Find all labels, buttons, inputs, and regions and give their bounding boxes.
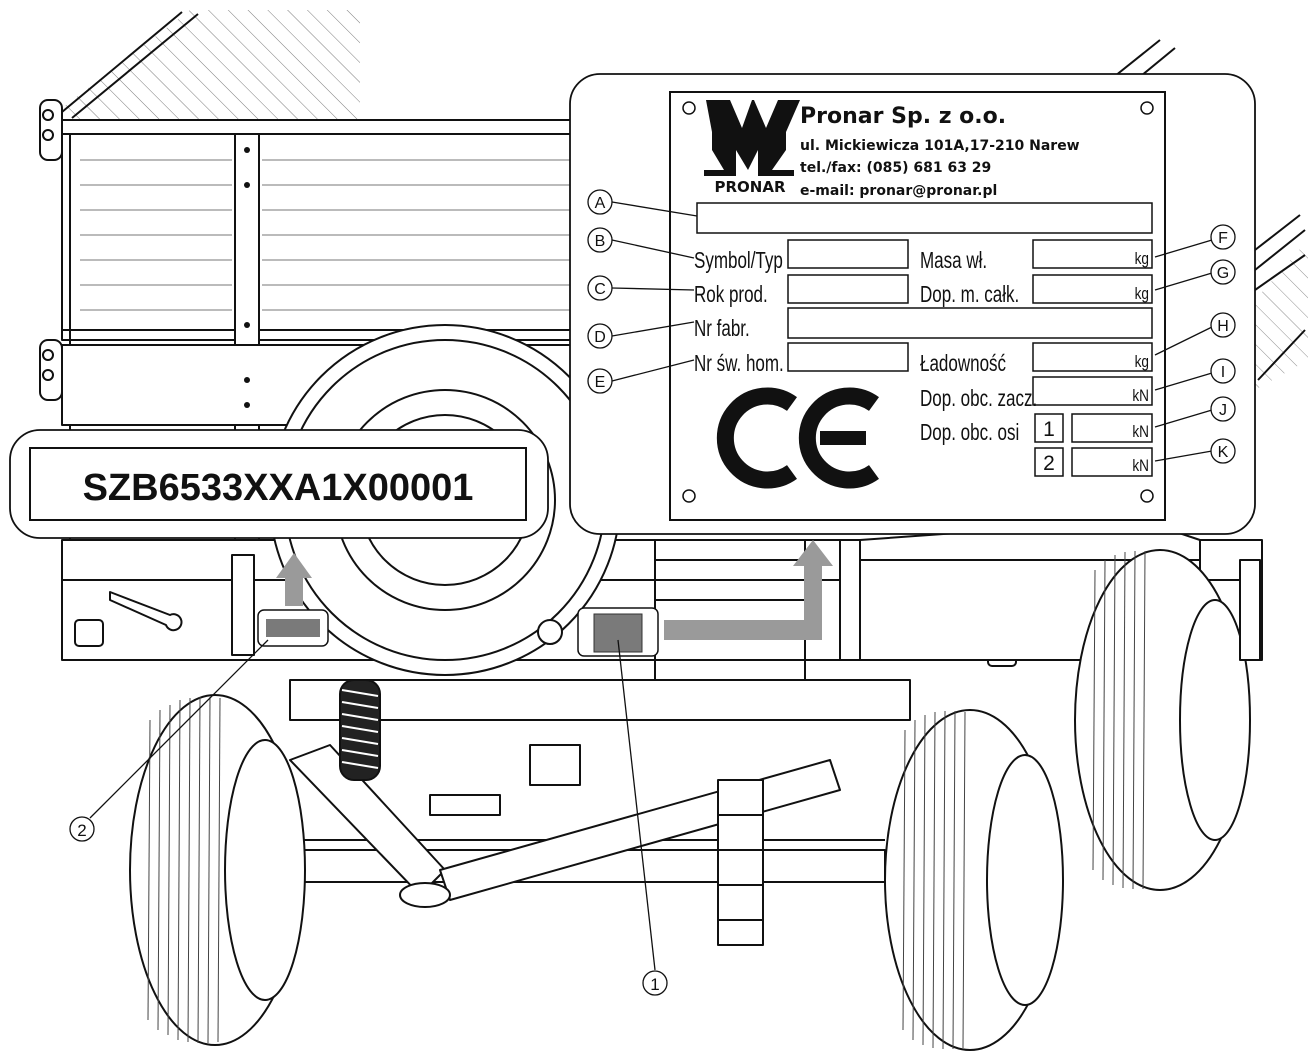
logo-wordmark: PRONAR [714,178,785,196]
vin-arrow [276,553,312,606]
symbol-box [787,239,909,269]
vin-number: SZB6533XXA1X00001 [83,467,474,509]
company-address: ul. Mickiewicza 101A,17-210 Narew [800,138,1080,154]
callout-b: B [595,233,606,250]
callout-2: 2 [77,821,86,840]
axle-2-number: 2 [1043,452,1055,475]
axle-1-load-box [1071,413,1153,443]
callout-g-circle [1210,259,1236,285]
gross-mass-unit: kg [1135,285,1149,304]
homologation-box [787,342,909,372]
callout-i-circle [1210,358,1236,384]
callout-e-circle [587,368,613,394]
mounting-hole [1140,489,1154,503]
callout-c-circle [587,275,613,301]
callout-2-circle [69,816,95,842]
vin-label-inset: SZB6533XXA1X00001 [9,429,549,539]
hitch-load-label: Dop. obc. zacz. [920,387,1037,412]
company-phone: tel./fax: (085) 681 63 29 [800,160,991,176]
ce-mark-text: CE [0,0,2,1]
serial-box [787,307,1153,339]
axle-2-number-box [1034,447,1064,477]
callout-d: D [594,329,606,346]
payload-unit: kg [1135,353,1149,372]
homologation-label: Nr św. hom. [694,352,784,377]
callout-b-circle [587,227,613,253]
callout-f: F [1218,230,1228,247]
company-name: Pronar Sp. z o.o. [800,104,1006,129]
callout-i: I [1221,364,1225,381]
nameplate-inset: PRONAR Pronar Sp. z o.o. ul. Mickiewicza… [0,0,1256,535]
callout-a-circle [587,189,613,215]
payload-label: Ładowność [920,352,1006,377]
callout-j-circle [1210,396,1236,422]
payload-box [1032,342,1153,372]
company-email: e-mail: pronar@pronar.pl [800,183,997,199]
callout-h: H [1217,318,1229,335]
callout-j: J [1219,402,1227,419]
year-box [787,274,909,304]
callout-1-circle [642,970,668,996]
mounting-hole [682,101,696,115]
axle-2-load-unit: kN [1132,457,1149,476]
axle-2-load-box [1071,447,1153,477]
callout-g: G [1217,265,1229,282]
tare-mass-box [1032,239,1153,269]
location-arrows [276,540,833,640]
nameplate-arrow [664,540,833,640]
callout-e: E [595,374,606,391]
ce-mark-icon [716,387,879,489]
pronar-logo-icon [704,100,800,176]
trailer-illustration [39,10,1308,1051]
callout-h-circle [1210,312,1236,338]
callout-d-circle [587,323,613,349]
symbol-label: Symbol/Typ [694,249,783,274]
axle-1-number-box [1034,413,1064,443]
callout-f-circle [1210,224,1236,250]
year-label: Rok prod. [694,283,768,308]
hitch-load-box [1032,376,1153,406]
axle-1-load-unit: kN [1132,423,1149,442]
tare-mass-unit: kg [1135,250,1149,269]
callout-a: A [595,195,606,212]
hitch-load-unit: kN [1132,387,1149,406]
axle-load-label: Dop. obc. osi [920,421,1019,446]
mounting-hole [682,489,696,503]
mounting-hole [1140,101,1154,115]
field-a-box [696,202,1153,234]
callout-k: K [1218,444,1229,461]
callout-c: C [594,281,606,298]
callout-k-circle [1210,438,1236,464]
label-location-markers [257,607,659,657]
tare-mass-label: Masa wł. [920,249,987,274]
gross-mass-box [1032,274,1153,304]
axle-1-number: 1 [1043,418,1055,441]
numbered-callouts [69,639,668,996]
gross-mass-label: Dop. m. całk. [920,283,1019,308]
callout-1: 1 [650,975,659,994]
serial-label: Nr fabr. [694,317,750,342]
